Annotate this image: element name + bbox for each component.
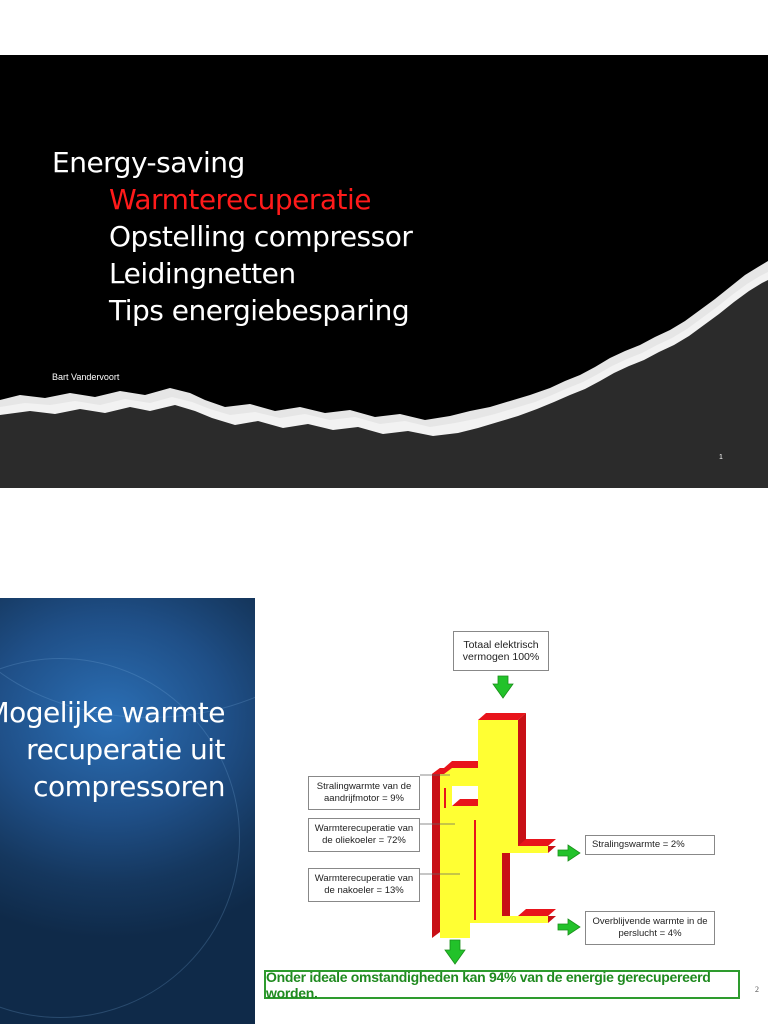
author-name: Bart Vandervoort: [52, 372, 120, 382]
agenda-item-tips-energiebesparing: Tips energiebesparing: [109, 294, 410, 327]
slide-1-title: Energy-saving: [52, 146, 245, 179]
radiation-heat-box: Stralingswarmte = 2%: [585, 835, 715, 855]
total-power-box: Totaal elektrisch vermogen 100%: [453, 631, 549, 671]
arrow-right-icon: [557, 918, 581, 936]
torn-paper-graphic: [0, 261, 768, 488]
remaining-heat-box: Overblijvende warmte in de perslucht = 4…: [585, 911, 715, 945]
arrow-right-icon: [557, 844, 581, 862]
title-panel: Mogelijke warmte recuperatie uit compres…: [0, 598, 255, 1024]
slide-number: 1: [719, 454, 723, 461]
slide-1: Energy-saving Warmterecuperatie Opstelli…: [0, 55, 768, 488]
slide-2: Mogelijke warmte recuperatie uit compres…: [0, 598, 768, 1024]
agenda-item-warmterecuperatie: Warmterecuperatie: [109, 183, 371, 216]
aftercooler-box: Warmterecuperatie van de nakoeler = 13%: [308, 868, 420, 902]
heat-recovery-diagram: [420, 675, 581, 965]
motor-radiation-box: Stralingwarmte van de aandrijfmotor = 9%: [308, 776, 420, 810]
slide-2-title: Mogelijke warmte recuperatie uit compres…: [0, 696, 226, 803]
arrow-down-icon: [444, 939, 466, 965]
conclusion-text: Onder ideale omstandigheden kan 94% van …: [264, 969, 740, 1001]
agenda-item-leidingnetten: Leidingnetten: [109, 257, 296, 290]
oil-cooler-box: Warmterecuperatie van de oliekoeler = 72…: [308, 818, 420, 852]
slide-number: 2: [755, 985, 759, 994]
arrow-down-icon: [492, 675, 514, 699]
agenda-item-opstelling-compressor: Opstelling compressor: [109, 220, 413, 253]
